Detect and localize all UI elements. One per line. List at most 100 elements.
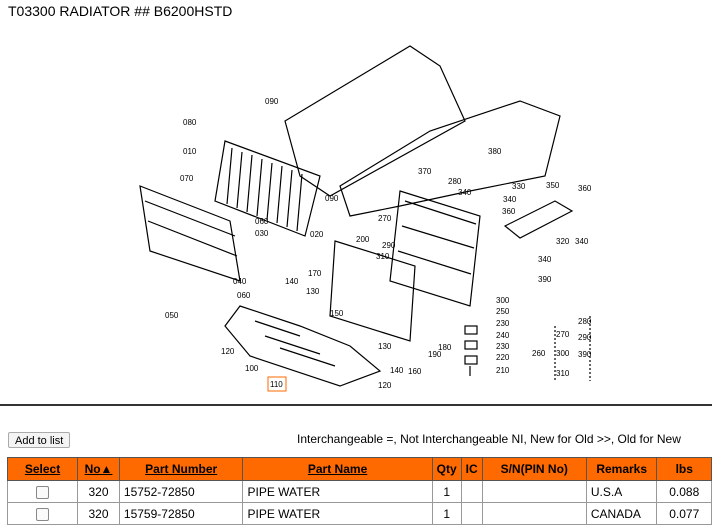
diagram-radiator	[389, 190, 481, 307]
svg-text:300: 300	[496, 296, 510, 305]
cell-no: 320	[77, 480, 120, 503]
svg-text:360: 360	[502, 207, 516, 216]
svg-text:290: 290	[382, 241, 396, 250]
svg-text:130: 130	[378, 342, 392, 351]
diagram-grille	[214, 140, 321, 237]
cell-part-name: PIPE WATER	[242, 480, 433, 503]
parts-table: Select No▲ Part Number Part Name Qty IC …	[6, 457, 712, 525]
add-to-list-button[interactable]: Add to list	[8, 432, 71, 448]
svg-text:210: 210	[496, 366, 510, 375]
svg-text:310: 310	[376, 252, 390, 261]
cell-qty: 1	[431, 502, 462, 525]
col-qty: Qty	[431, 457, 462, 481]
table-row: 320 15752-72850 PIPE WATER 1 U.S.A 0.088	[6, 480, 712, 503]
svg-text:200: 200	[356, 235, 370, 244]
svg-text:390: 390	[578, 350, 592, 359]
diagram-side-panel	[339, 100, 561, 217]
svg-text:130: 130	[306, 287, 320, 296]
page-title: T03300 RADIATOR ## B6200HSTD	[8, 3, 233, 19]
svg-text:260: 260	[532, 349, 546, 358]
diagram-shroud	[329, 240, 416, 342]
col-no[interactable]: No▲	[77, 457, 120, 481]
col-part-name[interactable]: Part Name	[242, 457, 433, 481]
svg-text:120: 120	[221, 347, 235, 356]
diagram-mount	[464, 325, 478, 335]
svg-text:060: 060	[255, 217, 269, 226]
col-remarks: Remarks	[585, 457, 658, 481]
svg-text:120: 120	[378, 381, 392, 390]
table-header-row: Select No▲ Part Number Part Name Qty IC …	[6, 457, 712, 481]
diagram-hood-panel	[284, 45, 466, 197]
col-lbs: lbs	[656, 457, 712, 481]
cell-sn	[481, 502, 587, 525]
svg-text:240: 240	[496, 331, 510, 340]
svg-text:100: 100	[245, 364, 259, 373]
svg-text:330: 330	[512, 182, 526, 191]
svg-text:310: 310	[556, 369, 570, 378]
col-part-number[interactable]: Part Number	[118, 457, 244, 481]
svg-text:290: 290	[578, 333, 592, 342]
row-select-checkbox[interactable]	[36, 485, 50, 499]
col-select[interactable]: Select	[6, 457, 79, 481]
diagram-front-frame	[139, 185, 241, 282]
svg-text:070: 070	[180, 174, 194, 183]
svg-text:060: 060	[237, 291, 251, 300]
svg-text:140: 140	[285, 277, 299, 286]
svg-text:340: 340	[538, 255, 552, 264]
svg-text:370: 370	[418, 167, 432, 176]
exploded-parts-diagram: 090 080 010 070 060 030 020 090 370 280 …	[139, 45, 592, 392]
svg-text:080: 080	[183, 118, 197, 127]
svg-text:180: 180	[438, 343, 452, 352]
svg-text:110: 110	[270, 380, 283, 389]
svg-text:280: 280	[578, 317, 592, 326]
svg-text:380: 380	[488, 147, 502, 156]
table-row: 320 15759-72850 PIPE WATER 1 CANADA 0.07…	[6, 502, 712, 525]
svg-text:040: 040	[233, 277, 247, 286]
svg-text:150: 150	[330, 309, 344, 318]
cell-no: 320	[77, 502, 120, 525]
cell-remarks: CANADA	[585, 502, 658, 525]
cell-part-name: PIPE WATER	[242, 502, 433, 525]
diagram-bottom-plate	[224, 305, 382, 387]
svg-text:320: 320	[556, 237, 570, 246]
svg-text:340: 340	[458, 188, 472, 197]
cell-lbs: 0.077	[656, 502, 712, 525]
svg-text:390: 390	[538, 275, 552, 284]
col-sn: S/N(PIN No)	[481, 457, 587, 481]
svg-text:050: 050	[165, 311, 179, 320]
cell-part-number: 15752-72850	[118, 480, 244, 503]
svg-text:140: 140	[390, 366, 404, 375]
row-select-checkbox[interactable]	[36, 507, 50, 521]
svg-text:350: 350	[546, 181, 560, 190]
svg-text:270: 270	[556, 330, 570, 339]
svg-text:230: 230	[496, 319, 510, 328]
svg-text:270: 270	[378, 214, 392, 223]
cell-remarks: U.S.A	[585, 480, 658, 503]
svg-text:170: 170	[308, 269, 322, 278]
svg-text:230: 230	[496, 342, 510, 351]
svg-text:250: 250	[496, 307, 510, 316]
diagram-water-pipe	[503, 200, 574, 239]
svg-text:190: 190	[428, 350, 442, 359]
cell-lbs: 0.088	[656, 480, 712, 503]
section-divider	[0, 404, 712, 406]
svg-text:360: 360	[578, 184, 592, 193]
svg-text:340: 340	[503, 195, 517, 204]
svg-text:280: 280	[448, 177, 462, 186]
cell-ic	[460, 480, 483, 503]
highlight-callout-box[interactable]	[267, 376, 287, 392]
cell-part-number: 15759-72850	[118, 502, 244, 525]
col-ic: IC	[460, 457, 483, 481]
svg-text:030: 030	[255, 229, 269, 238]
cell-qty: 1	[431, 480, 462, 503]
cell-sn	[481, 480, 587, 503]
interchangeability-legend: Interchangeable =, Not Interchangeable N…	[297, 432, 681, 446]
svg-text:300: 300	[556, 349, 570, 358]
svg-text:220: 220	[496, 353, 510, 362]
svg-text:010: 010	[183, 147, 197, 156]
svg-text:340: 340	[575, 237, 589, 246]
cell-ic	[460, 502, 483, 525]
svg-text:020: 020	[310, 230, 324, 239]
svg-text:090: 090	[325, 194, 339, 203]
svg-text:090: 090	[265, 97, 279, 106]
